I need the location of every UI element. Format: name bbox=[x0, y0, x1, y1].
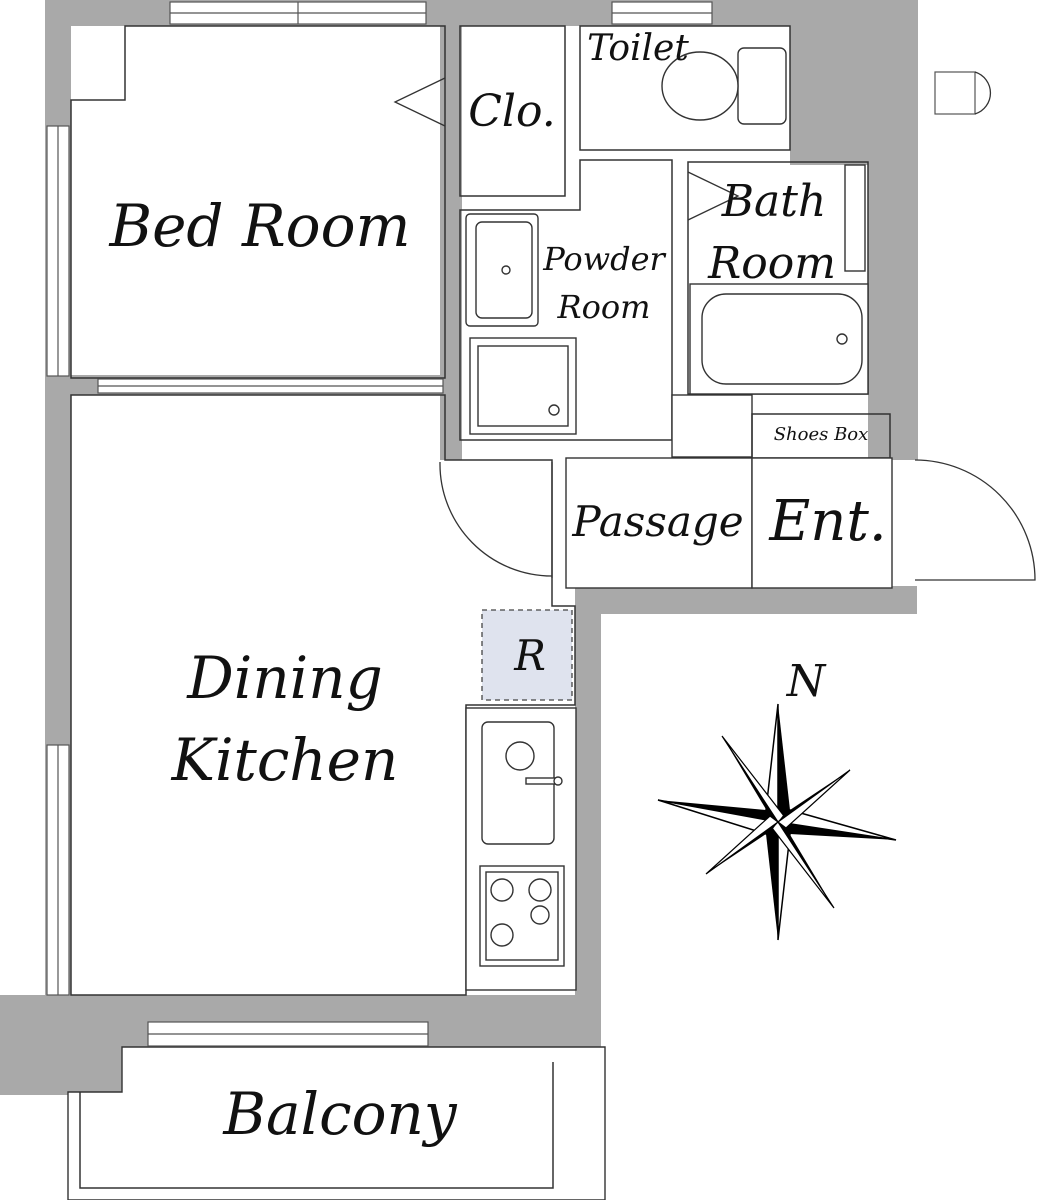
dining-kitchen-label-line1: Dining bbox=[186, 644, 382, 712]
doors bbox=[393, 71, 1036, 581]
dining-kitchen-area bbox=[70, 394, 576, 996]
kitchen-sink-fixture bbox=[481, 721, 563, 845]
closet-label: Clo. bbox=[468, 86, 555, 137]
wall-kitchen-right bbox=[575, 586, 601, 1046]
bathtub-fixture bbox=[689, 164, 869, 395]
bath-room-label-line2: Room bbox=[707, 238, 836, 289]
powder-room-area bbox=[459, 159, 673, 441]
passage-label: Passage bbox=[571, 497, 743, 546]
outer-door-swing bbox=[974, 71, 992, 115]
toilet-label: Toilet bbox=[587, 28, 689, 69]
entrance-label: Ent. bbox=[768, 489, 886, 554]
bath-room-label-line1: Bath bbox=[721, 176, 827, 227]
passage-area bbox=[565, 457, 753, 589]
stove-fixture bbox=[479, 865, 565, 967]
shoes-box-label: Shoes Box bbox=[774, 424, 869, 445]
dining-kitchen-label-line2: Kitchen bbox=[171, 726, 399, 794]
wall-right-upper bbox=[790, 0, 918, 165]
balcony-label: Balcony bbox=[222, 1080, 458, 1148]
closet-area bbox=[459, 25, 566, 197]
wall-ent-bottom bbox=[575, 586, 917, 614]
washbasin-fixture bbox=[465, 213, 539, 327]
hall-space bbox=[671, 394, 753, 458]
entrance-door-swing bbox=[914, 459, 1036, 581]
refrigerator-label: R bbox=[513, 631, 546, 680]
bedroom-label: Bed Room bbox=[108, 192, 410, 260]
toilet-fixture bbox=[661, 47, 787, 125]
refrigerator-space bbox=[481, 609, 573, 701]
windows bbox=[46, 1, 976, 1047]
powder-room-label-line1: Powder bbox=[542, 240, 666, 278]
compass-rose-icon bbox=[657, 703, 897, 941]
powder-room-label-line2: Room bbox=[557, 288, 651, 326]
bedroom-area bbox=[70, 25, 446, 379]
washing-machine-fixture bbox=[469, 337, 577, 435]
bedroom-closet-door bbox=[393, 77, 446, 127]
entrance-area bbox=[751, 457, 893, 589]
wall-right-mid bbox=[868, 160, 918, 460]
dining-door-swing bbox=[439, 461, 553, 577]
bath-door bbox=[687, 171, 740, 221]
wall-bedroom-right bbox=[440, 20, 462, 460]
meter-box bbox=[934, 71, 976, 115]
compass-north-label: N bbox=[786, 656, 827, 707]
balcony-area bbox=[67, 1046, 606, 1200]
toilet-area bbox=[579, 25, 791, 151]
balcony-rail bbox=[79, 1062, 554, 1189]
